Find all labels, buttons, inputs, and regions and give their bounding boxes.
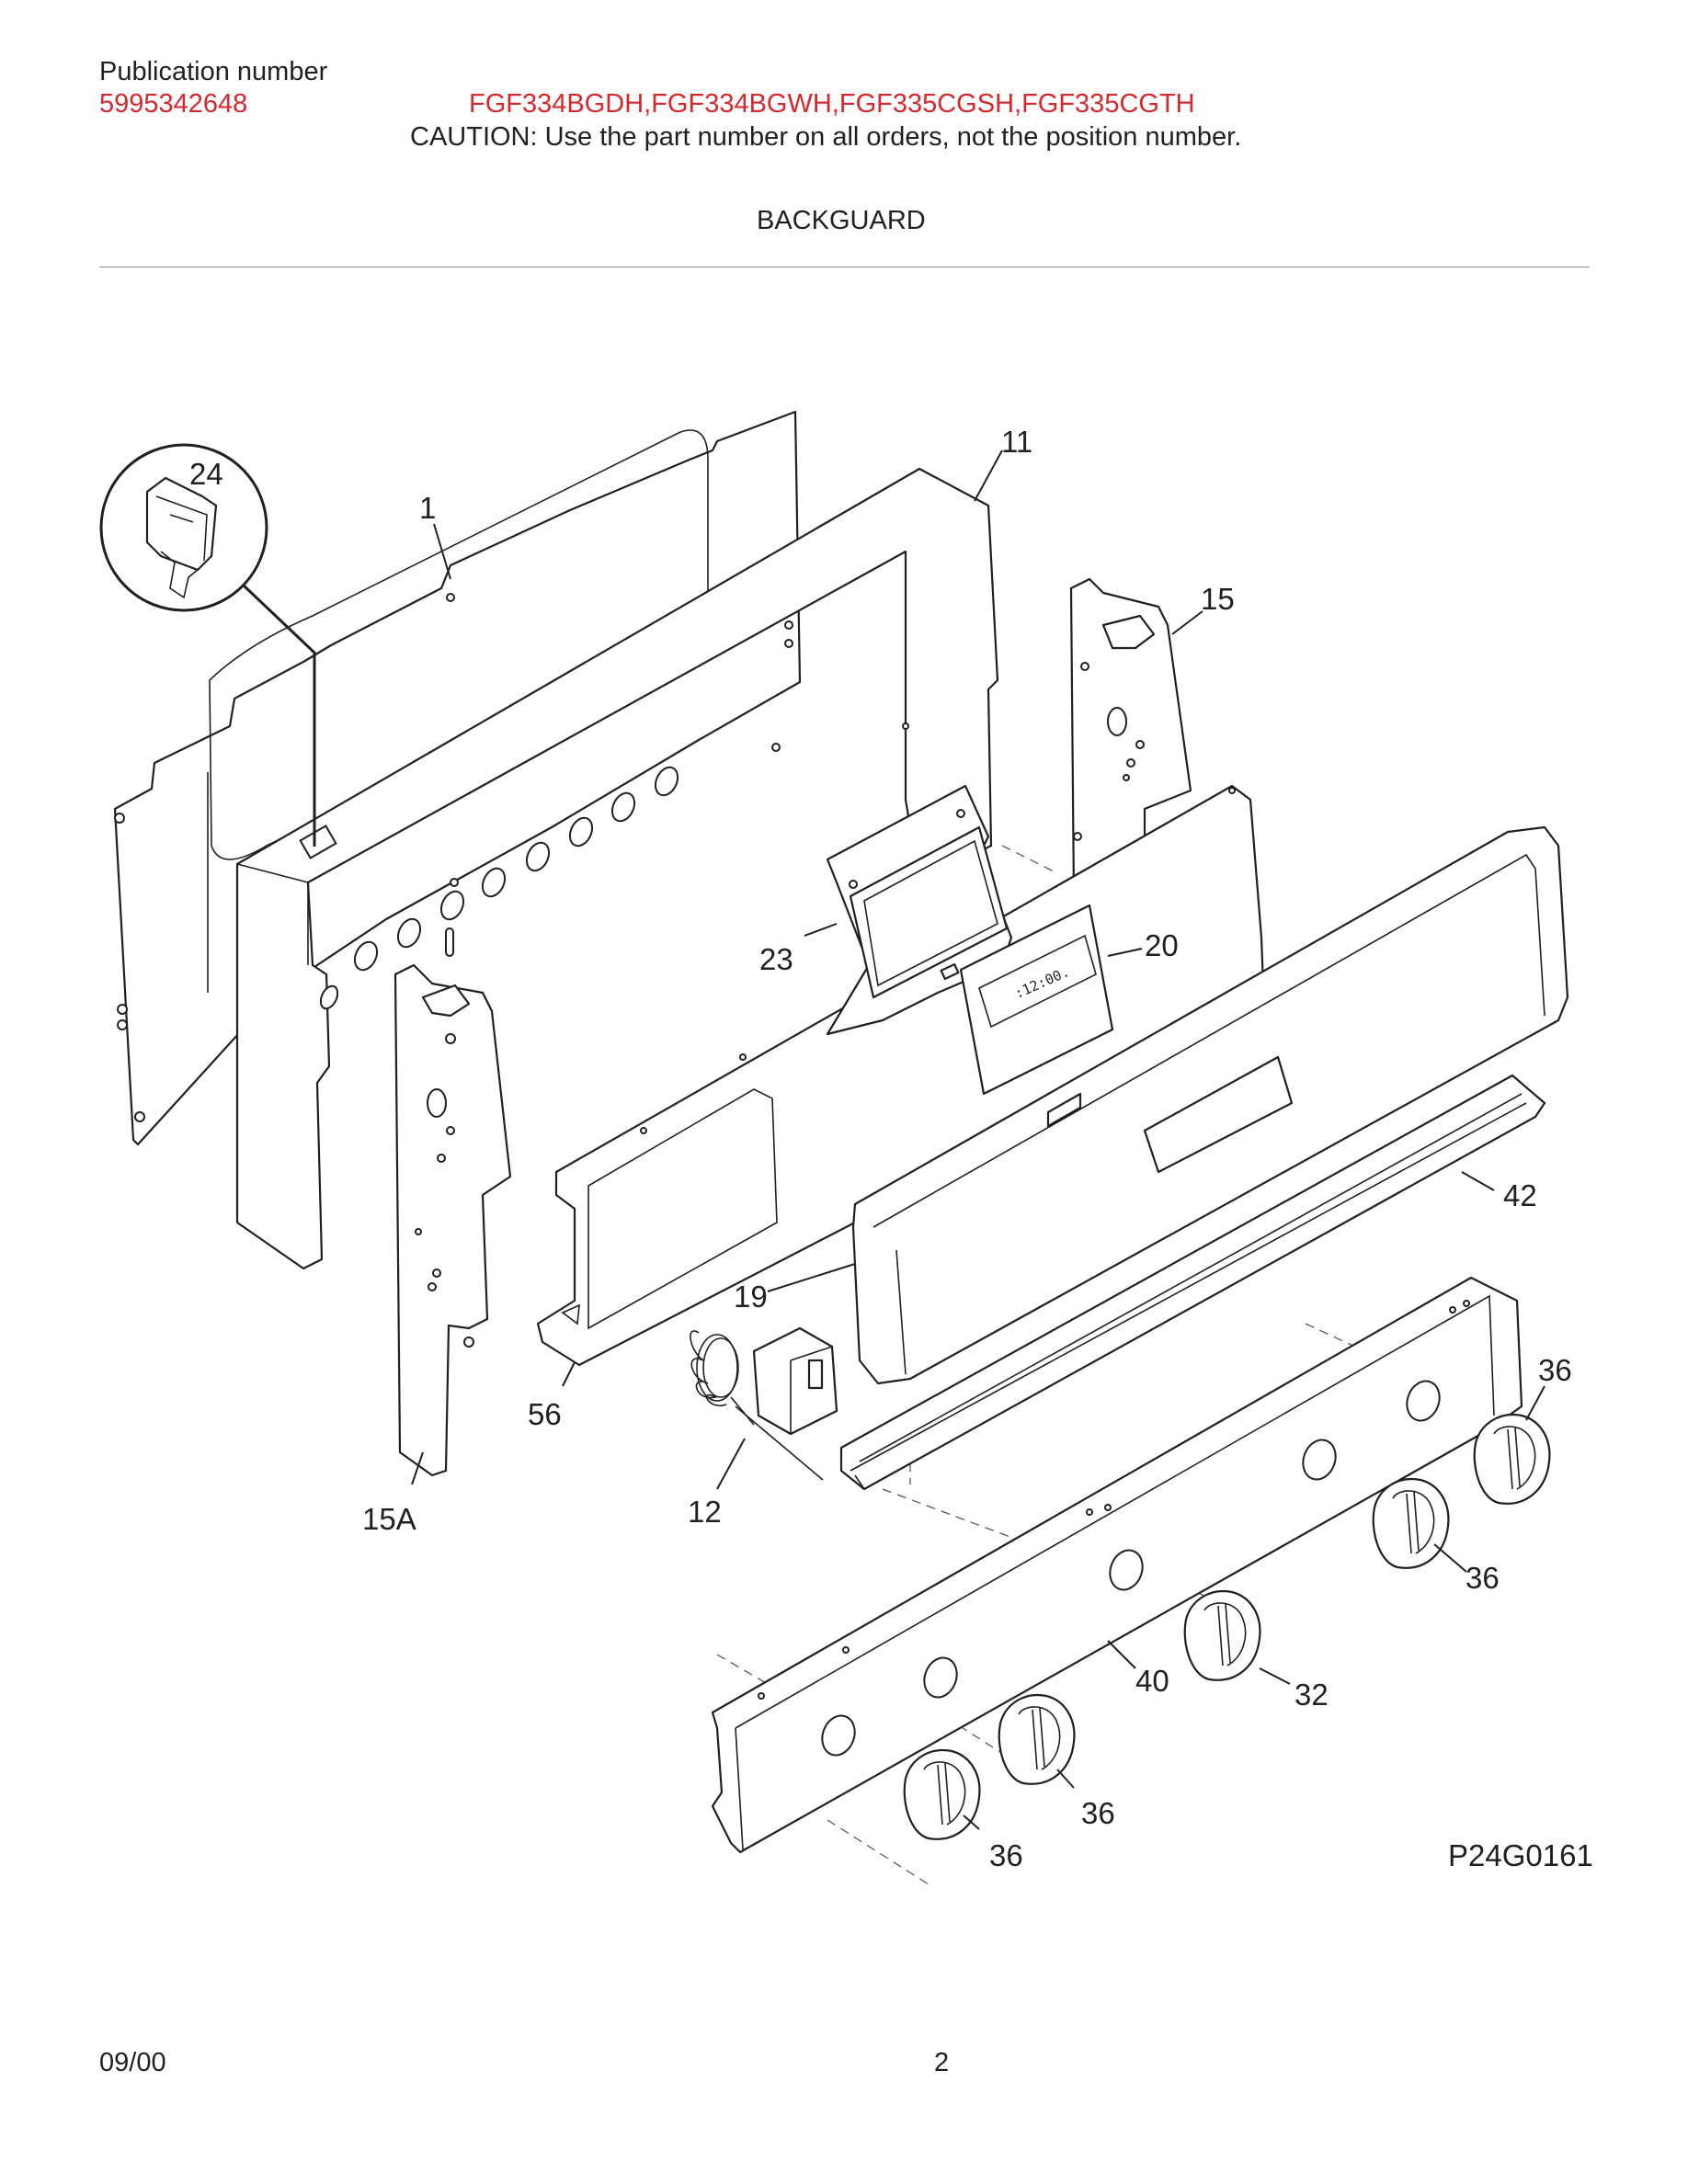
callout-36-rear-right: 36 (1538, 1353, 1572, 1387)
part-manifold-panel (711, 1276, 1523, 1854)
callout-19: 19 (734, 1280, 768, 1314)
caution-note: CAUTION: Use the part number on all orde… (410, 122, 1242, 152)
callout-11: 11 (1001, 425, 1032, 459)
callout-12: 12 (688, 1495, 722, 1529)
callout-23: 23 (759, 942, 793, 976)
part-trim-strip (839, 1074, 1546, 1491)
part-knob-front-left (903, 1748, 981, 1840)
part-knob-front-mid (998, 1693, 1076, 1785)
page-number: 2 (934, 2048, 950, 2077)
callout-36-rear-mid: 36 (1466, 1561, 1500, 1595)
part-knob-rear-mid (1372, 1477, 1450, 1569)
callout-40: 40 (1135, 1664, 1169, 1698)
callout-24: 24 (189, 457, 223, 491)
callout-1: 1 (419, 491, 436, 525)
part-knob-rear-right (1473, 1413, 1551, 1505)
part-control-frame (235, 467, 999, 1270)
callout-32: 32 (1295, 1678, 1329, 1712)
drawing-code: P24G0161 (1448, 1838, 1593, 1872)
model-numbers: FGF334BGDH,FGF334BGWH,FGF335CGSH,FGF335C… (469, 89, 1195, 119)
callout-20: 20 (1145, 928, 1179, 962)
callout-56: 56 (528, 1397, 562, 1431)
publication-label: Publication number (99, 57, 328, 86)
part-left-bracket (393, 963, 512, 1477)
callout-labels: 24 1 11 15 23 20 42 19 56 15A 12 36 36 4… (189, 425, 1593, 1872)
footer-date: 09/00 (99, 2048, 166, 2077)
part-front-control-panel (851, 825, 1569, 1385)
publication-number: 5995342648 (99, 89, 248, 119)
part-knob-center (1183, 1589, 1261, 1681)
callout-15a: 15A (362, 1502, 416, 1536)
part-clock-overlay: :12:00. (959, 904, 1114, 1096)
part-thermostat (690, 1326, 838, 1481)
callout-15: 15 (1201, 582, 1235, 616)
section-title: BACKGUARD (757, 206, 926, 235)
part-right-bracket (1069, 577, 1192, 898)
callout-leaders (411, 449, 1545, 1830)
callout-42: 42 (1503, 1178, 1537, 1212)
callout-36-front-mid: 36 (1081, 1796, 1115, 1830)
part-switch-inset (99, 443, 316, 847)
callout-36-front-left: 36 (989, 1838, 1023, 1872)
